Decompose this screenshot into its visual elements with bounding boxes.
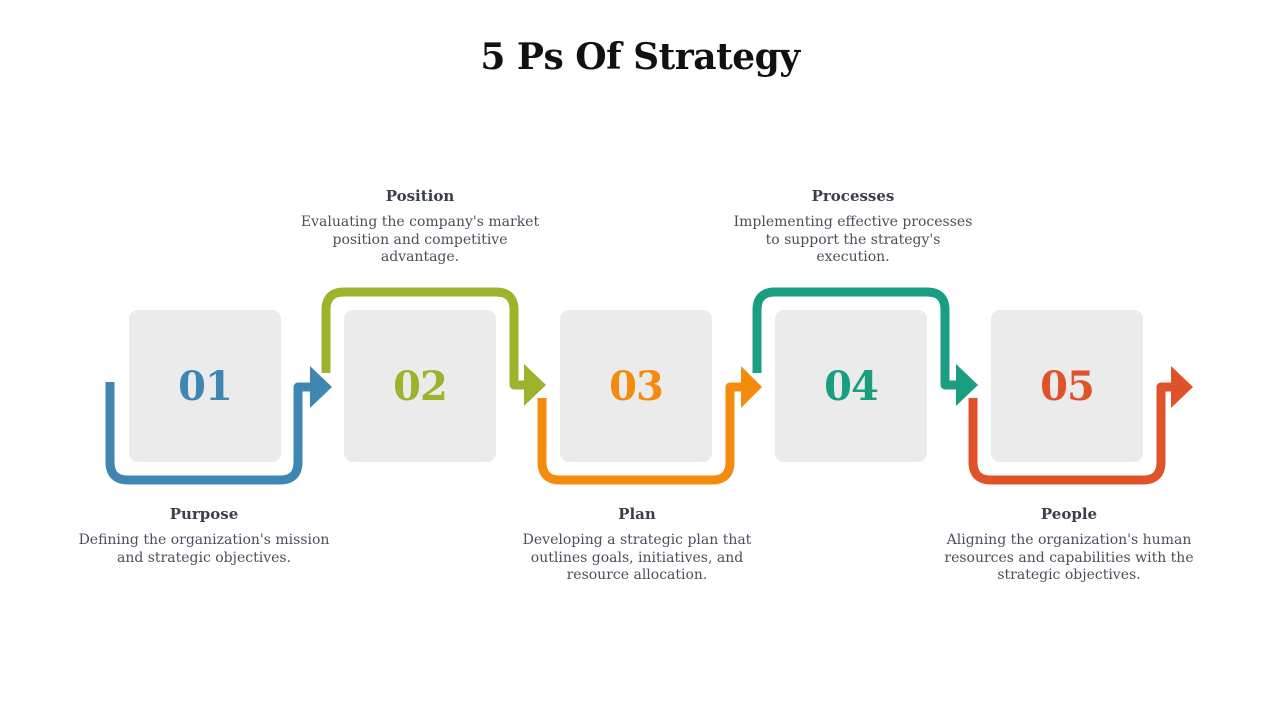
page-title: 5 Ps Of Strategy (480, 36, 800, 78)
arrow-step-2 (321, 287, 546, 406)
step-description-1: Defining the organization's mission and … (78, 532, 330, 566)
step-heading-5: People (1040, 505, 1098, 523)
step-description-3: Developing a strategic plan that outline… (522, 532, 752, 583)
step-number-2: 02 (393, 362, 448, 410)
step-description-5: Aligning the organization's human resour… (944, 532, 1194, 583)
step-number-1: 01 (178, 362, 233, 410)
step-heading-2: Position (385, 187, 455, 205)
step-label-3: Plan Developing a strategic plan that ou… (516, 505, 758, 585)
step-number-3: 03 (609, 362, 664, 410)
step-number-4: 04 (824, 362, 879, 410)
step-heading-3: Plan (618, 505, 656, 523)
arrow-step-4 (752, 287, 978, 406)
step-box-4: 04 (775, 310, 927, 462)
step-number-5: 05 (1040, 362, 1095, 410)
step-label-4: Processes Implementing effective process… (730, 187, 976, 267)
arrow-step-1 (105, 366, 332, 485)
arrow-step-3 (537, 366, 762, 485)
step-description-4: Implementing effective processes to supp… (733, 214, 973, 265)
step-heading-1: Purpose (169, 505, 239, 523)
step-box-1: 01 (129, 310, 281, 462)
step-box-2: 02 (344, 310, 496, 462)
step-description-2: Evaluating the company's market position… (300, 214, 540, 265)
arrow-step-5 (968, 366, 1193, 485)
step-label-1: Purpose Defining the organization's miss… (74, 505, 334, 567)
step-box-3: 03 (560, 310, 712, 462)
step-heading-4: Processes (811, 187, 895, 205)
step-label-2: Position Evaluating the company's market… (298, 187, 542, 267)
step-box-5: 05 (991, 310, 1143, 462)
step-label-5: People Aligning the organization's human… (944, 505, 1194, 585)
